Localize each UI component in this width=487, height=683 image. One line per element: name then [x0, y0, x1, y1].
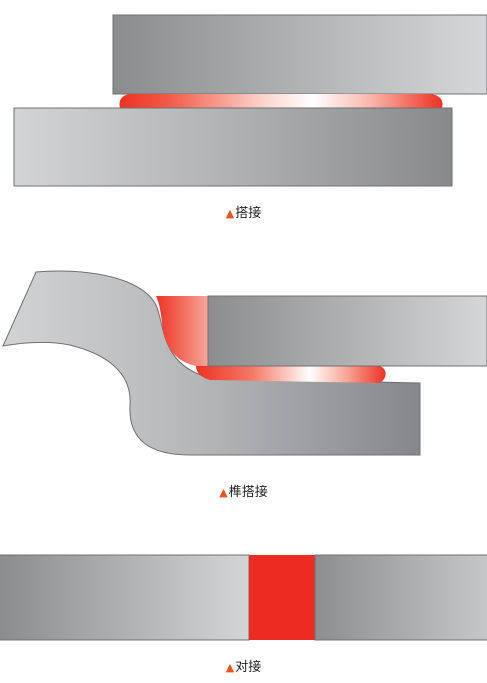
caption-lap-joint: ▲搭接 — [0, 206, 487, 222]
caption-butt-joint-text: 对接 — [235, 660, 262, 675]
triangle-up-icon: ▲ — [225, 207, 235, 220]
butt-weld — [249, 555, 315, 640]
butt-right-plate — [314, 554, 487, 641]
lap-weld-seam — [119, 94, 443, 108]
lap-joint-illustration — [13, 14, 487, 187]
butt-joint-illustration — [0, 554, 487, 641]
caption-joggled-lap-joint: ▲榫搭接 — [0, 485, 487, 501]
joggle-weld-fillet — [156, 296, 208, 366]
lap-lower-plate — [13, 107, 453, 187]
caption-joggled-lap-joint-text: 榫搭接 — [228, 485, 268, 500]
lap-upper-plate — [112, 14, 487, 95]
joggled-lap-joint-illustration — [2, 270, 487, 456]
joggle-weld-seam — [196, 366, 386, 383]
caption-butt-joint: ▲对接 — [0, 660, 487, 676]
joggle-top-plate — [207, 295, 487, 367]
triangle-up-icon: ▲ — [219, 486, 228, 499]
joggle-bent-plate — [2, 270, 421, 456]
caption-lap-joint-text: 搭接 — [235, 206, 262, 221]
butt-left-plate — [0, 554, 250, 641]
triangle-up-icon: ▲ — [225, 661, 235, 674]
